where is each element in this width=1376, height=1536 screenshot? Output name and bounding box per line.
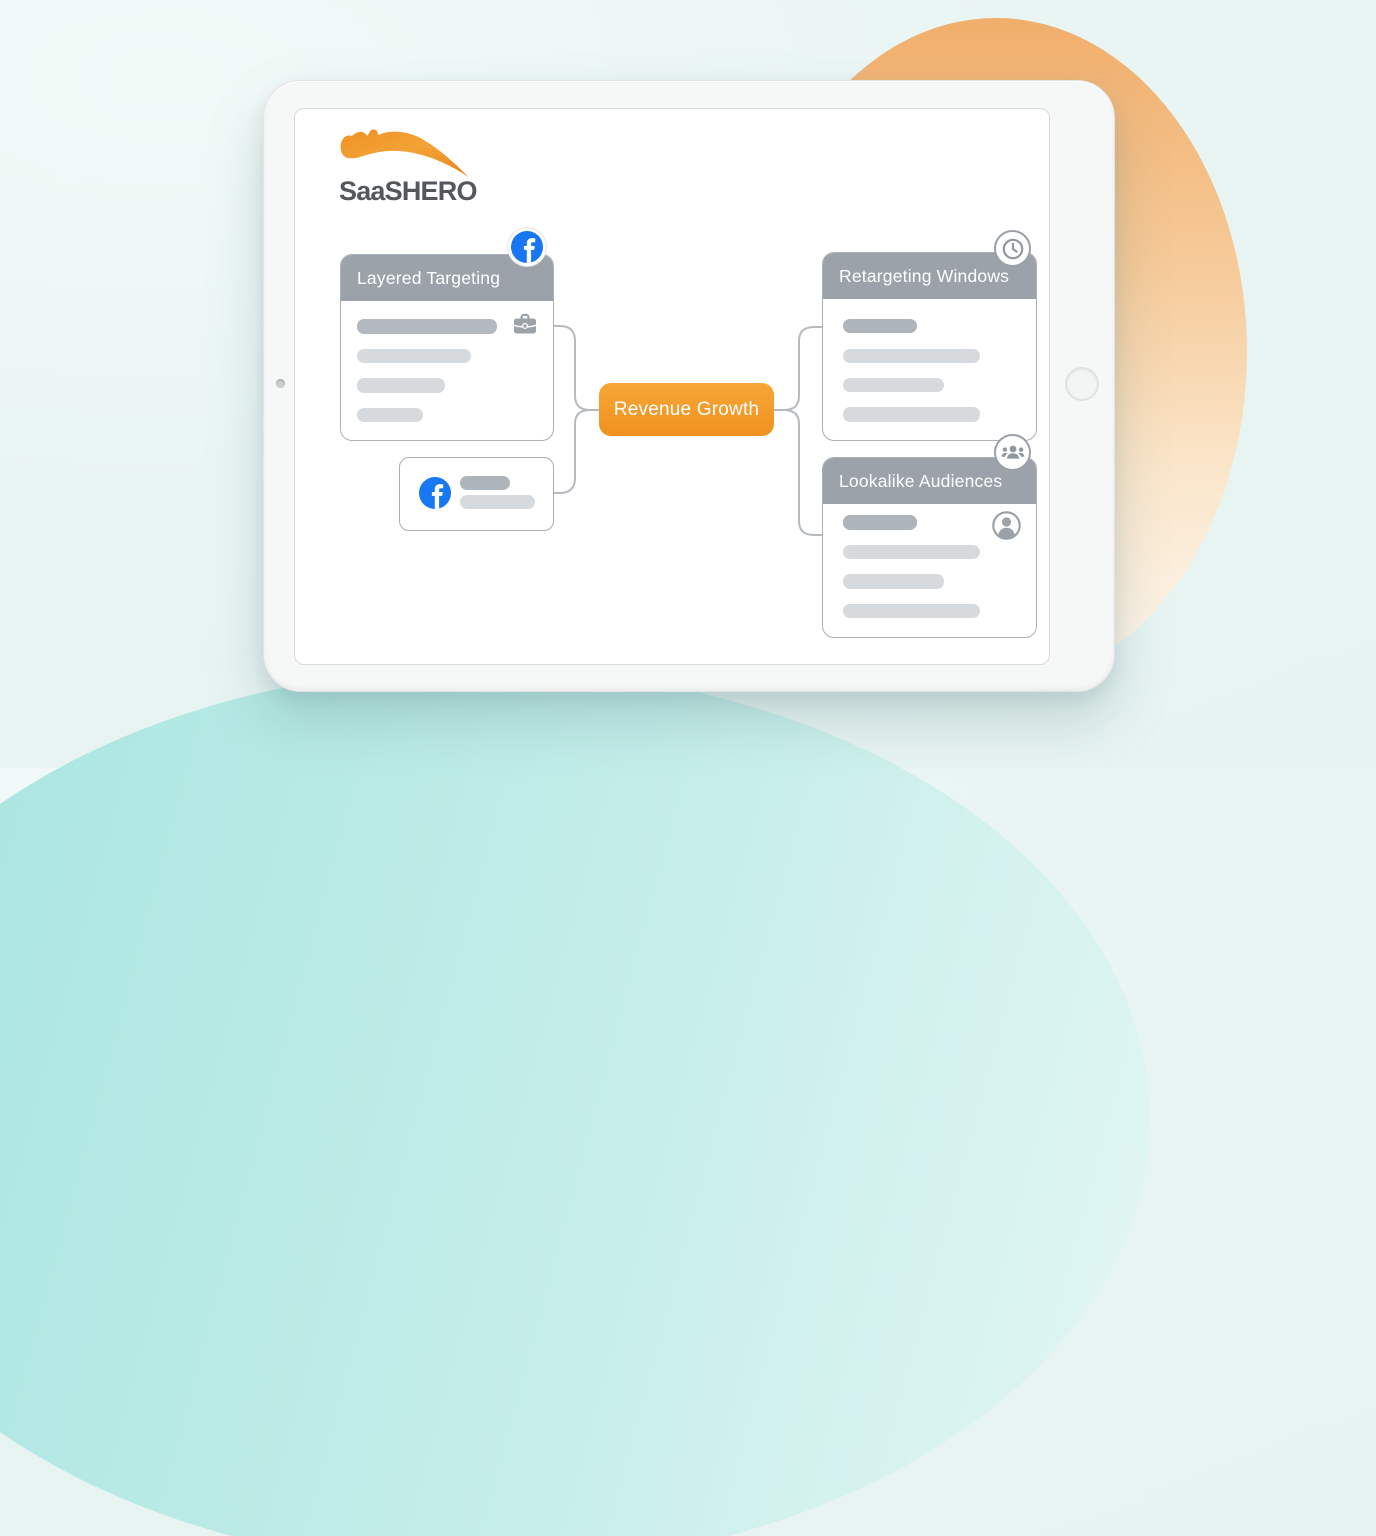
placeholder-bar (843, 378, 944, 392)
placeholder-bar (357, 378, 445, 393)
placeholder-bar (843, 349, 980, 363)
facebook-icon (511, 231, 543, 263)
teal-background-blob (0, 668, 1150, 1536)
placeholder-bar (843, 545, 980, 559)
facebook-badge (508, 228, 546, 266)
brand-name: SaaSHERO (339, 176, 477, 206)
placeholder-bar (843, 515, 917, 530)
tablet-device-frame: SaaSHERO Layered Targeting Retarge (263, 80, 1115, 692)
placeholder-bar (843, 407, 980, 422)
card-lookalike-audiences: Lookalike Audiences (822, 457, 1037, 638)
tablet-screen: SaaSHERO Layered Targeting Retarge (294, 108, 1050, 665)
people-group-icon (1001, 445, 1024, 459)
card-facebook-source (399, 457, 554, 531)
logo: SaaSHERO (333, 127, 493, 206)
people-group-badge (994, 434, 1031, 471)
connector-lines (551, 325, 823, 536)
placeholder-bar (843, 574, 944, 589)
logo-swoosh-icon (340, 129, 469, 178)
briefcase-icon (513, 313, 537, 334)
placeholder-bar (357, 349, 471, 363)
placeholder-bar (357, 319, 497, 334)
placeholder-bar (460, 476, 510, 490)
clock-badge (994, 230, 1031, 267)
placeholder-bar (843, 604, 980, 618)
facebook-icon (419, 477, 451, 509)
camera-dot (276, 379, 285, 388)
home-button (1065, 367, 1099, 401)
card-layered-targeting: Layered Targeting (340, 254, 554, 441)
placeholder-bar (460, 495, 535, 509)
revenue-growth-node: Revenue Growth (599, 383, 774, 436)
card-retargeting-windows: Retargeting Windows (822, 252, 1037, 441)
placeholder-bar (843, 319, 917, 333)
placeholder-bar (357, 408, 423, 422)
person-circle-icon (992, 511, 1021, 540)
clock-icon (1002, 238, 1023, 259)
